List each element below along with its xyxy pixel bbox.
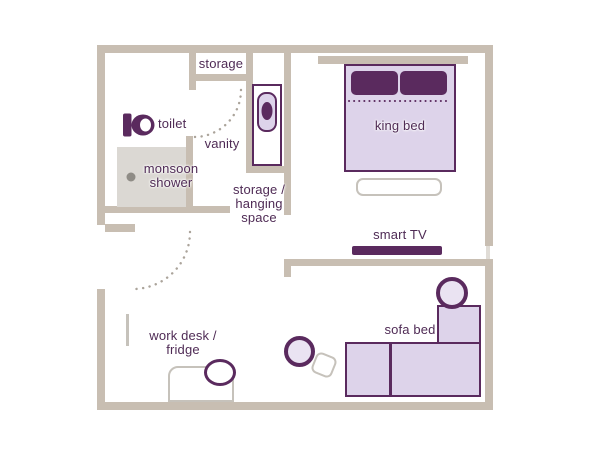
- round-pouf: [284, 336, 315, 367]
- monsoon-shower-label-line2: shower: [149, 175, 193, 190]
- round-chair: [436, 277, 468, 309]
- bed-bench: [356, 178, 442, 196]
- wall-right-upper: [485, 45, 493, 246]
- toilet-tank-icon: [123, 113, 132, 137]
- work-desk-label: work desk / fridge: [137, 329, 229, 357]
- hanging-space-label: storage / hanging space: [225, 183, 293, 225]
- sofa-bed-main: [345, 342, 481, 397]
- wall-headboard: [318, 56, 468, 64]
- monsoon-shower-label-line1: monsoon: [143, 161, 199, 176]
- wall-tv-console: [284, 259, 493, 266]
- sofa-seat-divider: [389, 344, 392, 395]
- wall-left-lower: [97, 289, 105, 410]
- hanging-space-label-line1: storage /: [233, 182, 285, 197]
- wall-left-upper: [97, 45, 105, 225]
- entry-door-stub: [105, 224, 135, 232]
- toilet-label: toilet: [158, 116, 187, 131]
- wall-bathroom-right: [186, 136, 193, 213]
- storage-label: storage: [198, 56, 244, 71]
- hanging-space-label-line2: hanging: [235, 196, 283, 211]
- vanity-label: vanity: [204, 136, 240, 151]
- work-desk-label-line1: work desk /: [149, 328, 217, 343]
- sofa-bed-label: sofa bed: [384, 322, 436, 337]
- toilet-bowl-icon: [131, 114, 155, 136]
- window-right: [486, 246, 490, 266]
- wall-vanity-back: [246, 45, 253, 172]
- work-desk-label-line2: fridge: [166, 342, 200, 357]
- monsoon-shower-label: monsoon shower: [132, 162, 210, 190]
- smart-tv-label: smart TV: [373, 227, 427, 242]
- mirror-line: [126, 314, 129, 346]
- wall-bottom: [97, 402, 493, 410]
- king-bed-label: king bed: [374, 118, 426, 133]
- wall-vanity-bottom: [246, 166, 291, 173]
- wall-storage-left: [189, 45, 196, 90]
- wall-top: [97, 45, 493, 53]
- wall-tv-console-stub: [284, 259, 291, 277]
- smart-tv: [352, 246, 442, 255]
- wall-corridor: [284, 45, 291, 215]
- vanity-sink: [257, 92, 277, 132]
- pillow-left: [351, 71, 398, 95]
- wall-storage-bottom: [189, 74, 253, 81]
- hanging-space-label-line3: space: [241, 210, 277, 225]
- wall-right-lower: [485, 266, 493, 410]
- pillow-right: [400, 71, 447, 95]
- entry-door-swing-arc: [131, 230, 192, 291]
- toilet-seat-icon: [140, 118, 151, 132]
- wall-bathroom-bottom: [97, 206, 230, 213]
- desk-stool: [204, 359, 236, 386]
